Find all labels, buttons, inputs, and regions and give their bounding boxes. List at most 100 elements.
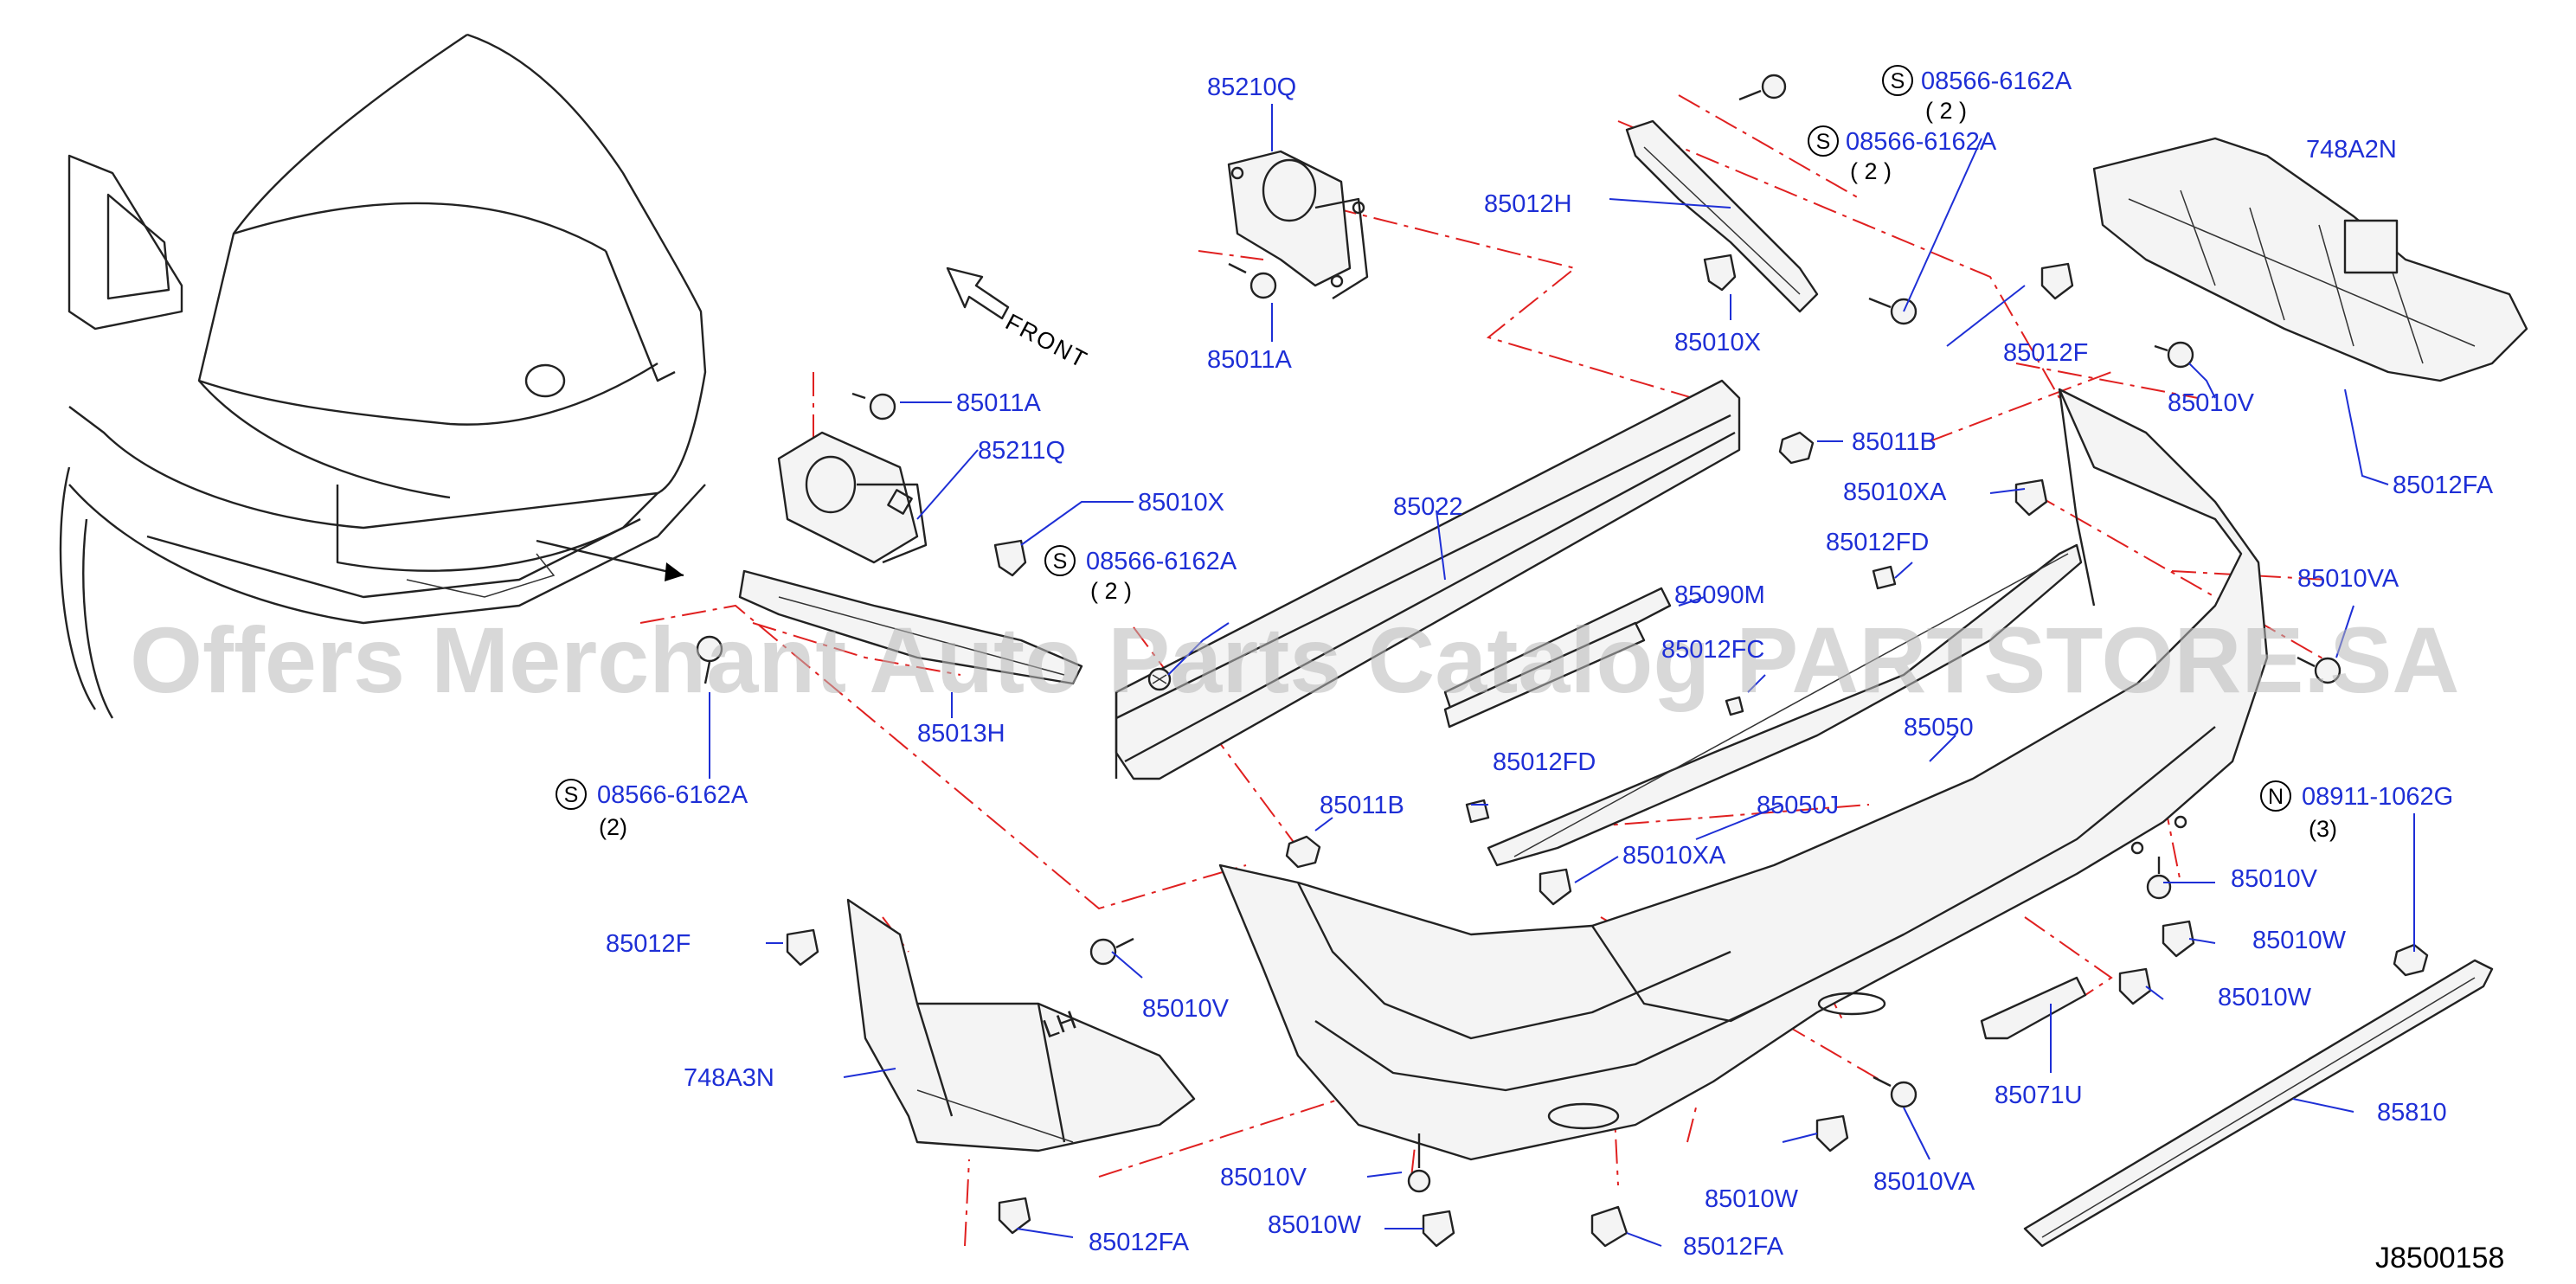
part-label-85013H[interactable]: 85013H	[917, 720, 1005, 748]
part-label-85012FA[interactable]: 85012FA	[1089, 1229, 1190, 1256]
front-direction-indicator: FRONT	[946, 266, 1092, 374]
clip-icon	[2014, 478, 2048, 517]
part-label-85090M[interactable]: 85090M	[1674, 581, 1765, 609]
clip-icon	[1703, 254, 1737, 292]
part-label-85050[interactable]: 85050	[1904, 714, 1974, 742]
part-label-85011B[interactable]: 85011B	[1852, 428, 1937, 456]
part-label-85010XA[interactable]: 85010XA	[1843, 478, 1947, 506]
part-label-85010W[interactable]: 85010W	[2252, 927, 2347, 954]
part-label-748A2N[interactable]: 748A2N	[2306, 136, 2397, 164]
nut-quantity: (3)	[2309, 816, 2337, 842]
vehicle-rear-illustration	[59, 33, 707, 719]
clip-icon	[1465, 799, 1490, 824]
part-label-85012FC[interactable]: 85012FC	[1661, 636, 1764, 664]
clip-icon	[786, 928, 819, 966]
bolt-icon	[1868, 297, 1918, 325]
screw-symbol-icon	[1882, 65, 1913, 96]
bolt-icon	[696, 635, 723, 684]
part-85211Q-bracket	[777, 431, 928, 564]
bolt-icon	[1147, 667, 1172, 691]
nut-callout[interactable]: N 08911-1062G (3)	[2260, 780, 2453, 842]
part-85050-bumper-fascia	[1218, 388, 2269, 1161]
part-label-85010W[interactable]: 85010W	[1705, 1185, 1799, 1213]
part-label-85012FA[interactable]: 85012FA	[1683, 1233, 1784, 1261]
part-label-85010X[interactable]: 85010X	[1138, 489, 1224, 517]
bolt-icon	[1738, 74, 1787, 101]
part-85810-lower-strip	[2023, 959, 2494, 1248]
part-85210Q-bracket	[1227, 150, 1369, 300]
nut-icon	[2393, 943, 2429, 977]
svg-text:N: N	[2268, 785, 2284, 809]
clip-icon	[1539, 868, 1572, 906]
bolt-icon	[2154, 341, 2194, 369]
clip-icon	[2118, 967, 2152, 1005]
svg-text:S: S	[1816, 130, 1831, 154]
part-label-85011A[interactable]: 85011A	[1207, 346, 1292, 374]
svg-text:S: S	[1053, 549, 1068, 574]
nut-icon	[1778, 431, 1815, 465]
bolt-icon	[2146, 857, 2172, 900]
watermark-text: Offers Merchant Auto Parts Catalog PARTS…	[130, 607, 2459, 712]
part-label-85012F[interactable]: 85012F	[2003, 339, 2088, 367]
bolt-icon	[1228, 262, 1277, 299]
part-label-85211Q[interactable]: 85211Q	[978, 437, 1065, 465]
part-label-85010W[interactable]: 85010W	[2218, 984, 2312, 1011]
part-85090M-plate	[1443, 587, 1672, 729]
screw-part-number: 08566-6162A	[1846, 128, 1997, 156]
part-label-85011B[interactable]: 85011B	[1320, 792, 1404, 819]
part-label-85010VA[interactable]: 85010VA	[2297, 565, 2399, 593]
clip-icon	[993, 539, 1027, 577]
part-label-85022[interactable]: 85022	[1393, 493, 1463, 521]
part-label-85010V[interactable]: 85010V	[2168, 389, 2255, 417]
front-label: FRONT	[1001, 309, 1092, 374]
part-label-85012FA[interactable]: 85012FA	[2393, 472, 2494, 499]
bolt-icon	[1089, 937, 1134, 966]
screw-callout[interactable]: S 08566-6162A (2)	[556, 779, 748, 840]
screw-part-number: 08566-6162A	[1086, 548, 1237, 575]
part-label-85010XA[interactable]: 85010XA	[1622, 842, 1726, 870]
part-label-85050J[interactable]: 85050J	[1757, 792, 1839, 819]
clip-icon	[1815, 1114, 1849, 1152]
part-labels: 85210Q 85011A 85011A 85211Q 85010X 85013…	[606, 74, 2494, 1261]
part-label-85010VA[interactable]: 85010VA	[1873, 1168, 1975, 1196]
part-label-85010X[interactable]: 85010X	[1674, 329, 1761, 356]
part-label-85011A[interactable]: 85011A	[956, 389, 1041, 417]
screw-part-number: 08566-6162A	[1921, 67, 2072, 95]
svg-text:S: S	[1891, 69, 1905, 93]
part-label-85012H[interactable]: 85012H	[1484, 190, 1572, 218]
clip-icon	[2040, 262, 2074, 300]
bolt-icon	[1873, 1075, 1918, 1108]
screw-quantity: (2)	[599, 814, 627, 840]
part-label-85010V[interactable]: 85010V	[1142, 995, 1230, 1023]
part-label-85810[interactable]: 85810	[2377, 1099, 2447, 1127]
part-label-85210Q[interactable]: 85210Q	[1207, 74, 1296, 101]
part-label-85010V[interactable]: 85010V	[2231, 865, 2318, 893]
screw-callout[interactable]: S 08566-6162A ( 2 )	[1882, 65, 2072, 124]
screw-part-number: 08566-6162A	[597, 781, 748, 809]
nut-part-number: 08911-1062G	[2302, 783, 2453, 811]
hardware-callouts: S 08566-6162A ( 2 ) S 08566-6162A ( 2 ) …	[556, 65, 2453, 842]
diagram-id: J8500158	[2375, 1242, 2504, 1274]
part-label-85010V[interactable]: 85010V	[1220, 1164, 1307, 1191]
screw-quantity: ( 2 )	[1925, 98, 1967, 124]
part-85050J-bracket	[1487, 543, 2083, 867]
screw-callout[interactable]: S 08566-6162A ( 2 )	[1808, 125, 1997, 184]
clip-icon	[2162, 920, 2195, 958]
clip-icon	[998, 1197, 1031, 1235]
part-748A2N-splash-guard	[2092, 137, 2528, 382]
screw-quantity: ( 2 )	[1850, 158, 1892, 184]
screw-symbol-icon	[1808, 125, 1839, 157]
part-label-748A3N[interactable]: 748A3N	[684, 1064, 774, 1092]
fasteners	[696, 74, 2429, 1248]
part-748A3N-splash-guard: LH	[846, 898, 1196, 1152]
part-label-85010W[interactable]: 85010W	[1268, 1211, 1362, 1239]
clip-icon	[1590, 1205, 1628, 1248]
part-label-85071U[interactable]: 85071U	[1995, 1082, 2083, 1109]
part-label-85012FD[interactable]: 85012FD	[1493, 748, 1596, 776]
part-label-85012F[interactable]: 85012F	[606, 930, 691, 958]
part-label-85012FD[interactable]: 85012FD	[1826, 529, 1929, 556]
screw-callout[interactable]: S 08566-6162A ( 2 )	[1044, 545, 1237, 604]
bolt-icon	[851, 392, 896, 421]
clip-icon	[1725, 696, 1744, 716]
